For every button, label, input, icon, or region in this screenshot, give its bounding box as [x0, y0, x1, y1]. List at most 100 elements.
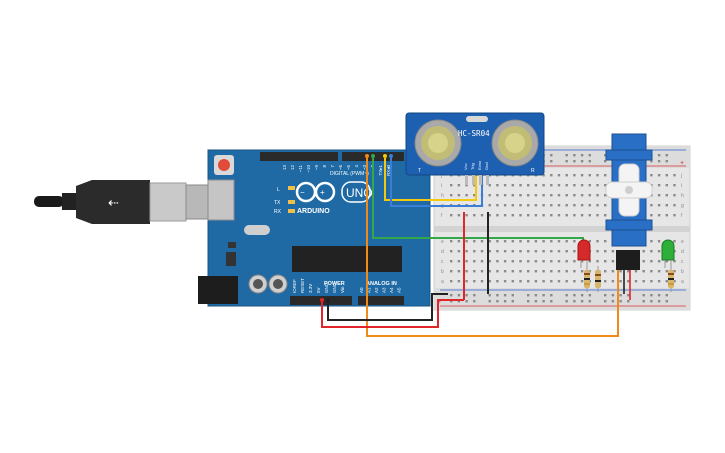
terminal-hole[interactable]: [534, 194, 538, 197]
terminal-hole[interactable]: [550, 260, 553, 263]
terminal-hole[interactable]: [657, 204, 661, 207]
terminal-hole[interactable]: [542, 174, 545, 177]
terminal-hole[interactable]: [619, 280, 622, 283]
terminal-hole[interactable]: [465, 270, 468, 273]
rail-hole[interactable]: [511, 294, 514, 297]
terminal-hole[interactable]: [565, 194, 568, 197]
terminal-hole[interactable]: [465, 280, 468, 283]
terminal-hole[interactable]: [673, 204, 676, 207]
terminal-hole[interactable]: [580, 184, 584, 187]
terminal-hole[interactable]: [557, 184, 561, 187]
terminal-hole[interactable]: [604, 260, 607, 263]
rail-hole[interactable]: [588, 154, 591, 157]
rail-hole[interactable]: [657, 154, 661, 157]
terminal-hole[interactable]: [550, 194, 553, 197]
rail-hole[interactable]: [488, 294, 491, 297]
terminal-hole[interactable]: [565, 280, 568, 283]
terminal-hole[interactable]: [534, 270, 538, 273]
terminal-hole[interactable]: [511, 204, 514, 207]
terminal-hole[interactable]: [519, 270, 522, 273]
terminal-hole[interactable]: [657, 240, 661, 243]
terminal-hole[interactable]: [588, 240, 591, 243]
rail-hole[interactable]: [488, 300, 491, 303]
terminal-hole[interactable]: [642, 270, 645, 273]
terminal-hole[interactable]: [596, 174, 599, 177]
terminal-hole[interactable]: [534, 280, 538, 283]
terminal-hole[interactable]: [496, 240, 499, 243]
terminal-hole[interactable]: [657, 214, 661, 217]
rail-hole[interactable]: [550, 154, 553, 157]
terminal-hole[interactable]: [557, 174, 561, 177]
terminal-hole[interactable]: [650, 174, 653, 177]
terminal-hole[interactable]: [503, 214, 507, 217]
terminal-hole[interactable]: [542, 194, 545, 197]
terminal-hole[interactable]: [604, 270, 607, 273]
terminal-hole[interactable]: [488, 250, 491, 253]
terminal-hole[interactable]: [503, 260, 507, 263]
terminal-hole[interactable]: [596, 194, 599, 197]
terminal-hole[interactable]: [480, 280, 484, 283]
terminal-hole[interactable]: [519, 194, 522, 197]
terminal-hole[interactable]: [580, 174, 584, 177]
terminal-hole[interactable]: [534, 250, 538, 253]
terminal-hole[interactable]: [534, 240, 538, 243]
terminal-hole[interactable]: [496, 280, 499, 283]
terminal-hole[interactable]: [450, 184, 453, 187]
terminal-hole[interactable]: [665, 280, 668, 283]
terminal-hole[interactable]: [542, 270, 545, 273]
terminal-hole[interactable]: [511, 280, 514, 283]
terminal-hole[interactable]: [527, 240, 530, 243]
terminal-hole[interactable]: [480, 240, 484, 243]
rail-hole[interactable]: [465, 294, 468, 297]
terminal-hole[interactable]: [511, 260, 514, 263]
terminal-hole[interactable]: [657, 250, 661, 253]
terminal-hole[interactable]: [550, 184, 553, 187]
terminal-hole[interactable]: [604, 280, 607, 283]
terminal-hole[interactable]: [457, 214, 461, 217]
terminal-hole[interactable]: [573, 260, 576, 263]
rail-hole[interactable]: [550, 300, 553, 303]
rail-hole[interactable]: [527, 300, 530, 303]
terminal-hole[interactable]: [503, 194, 507, 197]
terminal-hole[interactable]: [450, 270, 453, 273]
terminal-hole[interactable]: [480, 260, 484, 263]
terminal-hole[interactable]: [542, 240, 545, 243]
terminal-hole[interactable]: [588, 204, 591, 207]
terminal-hole[interactable]: [665, 174, 668, 177]
terminal-hole[interactable]: [596, 260, 599, 263]
terminal-hole[interactable]: [527, 194, 530, 197]
terminal-hole[interactable]: [634, 280, 638, 283]
terminal-hole[interactable]: [557, 194, 561, 197]
rail-hole[interactable]: [588, 160, 591, 163]
terminal-hole[interactable]: [573, 194, 576, 197]
terminal-hole[interactable]: [673, 194, 676, 197]
terminal-hole[interactable]: [527, 280, 530, 283]
rail-hole[interactable]: [542, 294, 545, 297]
terminal-hole[interactable]: [596, 250, 599, 253]
terminal-hole[interactable]: [673, 240, 676, 243]
terminal-hole[interactable]: [550, 270, 553, 273]
terminal-hole[interactable]: [519, 280, 522, 283]
terminal-hole[interactable]: [473, 270, 476, 273]
terminal-hole[interactable]: [573, 204, 576, 207]
terminal-hole[interactable]: [588, 260, 591, 263]
terminal-hole[interactable]: [550, 250, 553, 253]
rail-hole[interactable]: [650, 160, 653, 163]
terminal-hole[interactable]: [604, 194, 607, 197]
reset-button-cap[interactable]: [218, 159, 230, 171]
terminal-hole[interactable]: [527, 214, 530, 217]
terminal-hole[interactable]: [550, 280, 553, 283]
terminal-hole[interactable]: [534, 204, 538, 207]
rail-hole[interactable]: [580, 300, 584, 303]
rail-hole[interactable]: [534, 300, 538, 303]
terminal-hole[interactable]: [665, 194, 668, 197]
terminal-hole[interactable]: [657, 174, 661, 177]
rail-hole[interactable]: [573, 294, 576, 297]
terminal-hole[interactable]: [580, 214, 584, 217]
terminal-hole[interactable]: [657, 194, 661, 197]
terminal-hole[interactable]: [604, 184, 607, 187]
terminal-hole[interactable]: [565, 240, 568, 243]
rail-hole[interactable]: [619, 300, 622, 303]
terminal-hole[interactable]: [604, 240, 607, 243]
rail-hole[interactable]: [565, 160, 568, 163]
